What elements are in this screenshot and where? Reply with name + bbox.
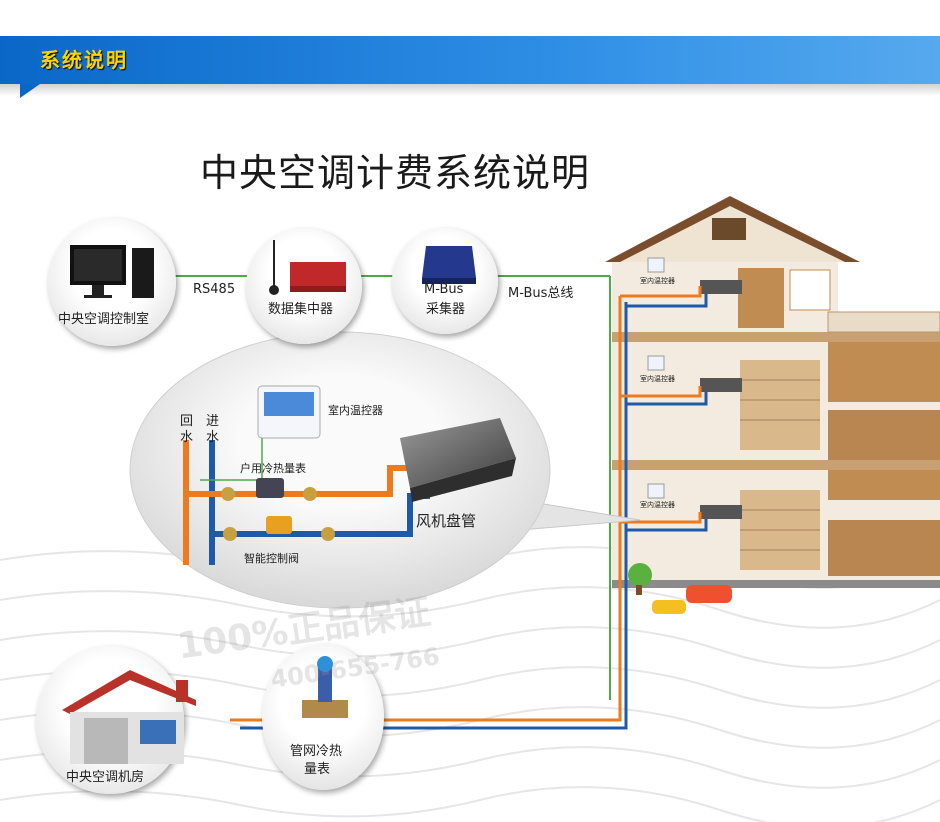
header-banner: [0, 36, 940, 84]
machine-room-label: 中央空调机房: [66, 770, 145, 785]
mbus-collector-label-2: 采集器: [426, 302, 466, 317]
network-meter-label-1: 管网冷热: [290, 744, 343, 759]
control-room-label: 中央空调控制室: [58, 312, 150, 327]
supply-water-label-2: 水: [206, 430, 220, 445]
thermostat-label: 室内温控器: [328, 404, 383, 417]
house-thermostat-label-1: 室内温控器: [640, 277, 675, 285]
rs485-label: RS485: [193, 282, 236, 297]
supply-water-label-1: 进: [206, 414, 220, 429]
mbus-line-label: M-Bus总线: [508, 286, 574, 301]
fan-coil-label: 风机盘管: [416, 512, 477, 530]
page-title: 中央空调计费系统说明: [200, 151, 591, 195]
return-water-label-1: 回: [180, 414, 194, 429]
household-meter-label: 户用冷热量表: [240, 462, 306, 475]
banner-corner-triangle: [20, 84, 40, 98]
house-thermostat-label-3: 室内温控器: [640, 501, 675, 509]
network-meter-label-2: 量表: [304, 762, 331, 777]
house-illustration: [605, 196, 940, 588]
banner-shadow: [0, 84, 940, 96]
house-thermostat-label-2: 室内温控器: [640, 375, 675, 383]
mbus-collector-label-1: M-Bus: [424, 282, 464, 297]
banner-title: 系统说明: [40, 48, 128, 72]
return-water-label-2: 水: [180, 430, 194, 445]
detail-bubble: [129, 331, 641, 609]
smart-valve-label: 智能控制阀: [244, 552, 299, 565]
concentrator-label: 数据集中器: [268, 302, 334, 317]
